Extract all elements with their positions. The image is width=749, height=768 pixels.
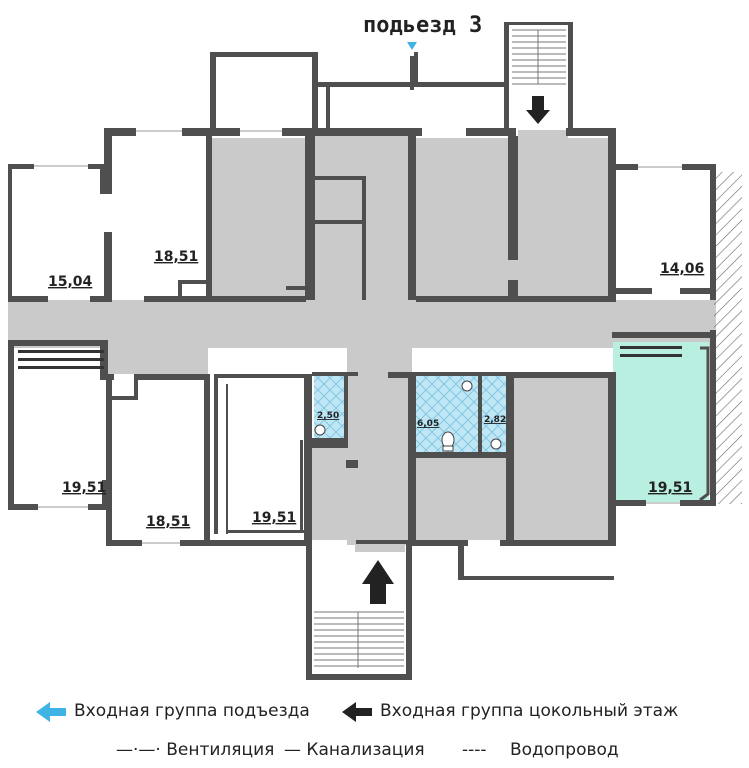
radiator-right bbox=[620, 346, 682, 357]
windows bbox=[34, 130, 682, 544]
room-area-19-51-left: 19,51 bbox=[62, 480, 106, 496]
legend-water-symbol: ---- bbox=[462, 740, 487, 760]
legend-ventilation-symbol: —·—· bbox=[116, 740, 161, 760]
basement-arrow-up-icon bbox=[362, 560, 394, 604]
toilet-icon bbox=[314, 380, 502, 452]
hatched-wall bbox=[714, 172, 742, 504]
room-upper-b bbox=[415, 138, 510, 298]
room-area-2-82: 2,82 bbox=[484, 415, 506, 425]
room-area-19-51-center: 19,51 bbox=[252, 510, 296, 526]
legend-sewerage-label: Канализация bbox=[306, 740, 425, 760]
legend-entrance-arrow-icon bbox=[36, 702, 66, 722]
corridor-left-lobby bbox=[108, 300, 208, 374]
legend-entrance: Входная группа подъезда bbox=[74, 701, 310, 721]
radiator-left bbox=[18, 350, 104, 369]
basement-arrow-icon bbox=[526, 96, 550, 124]
legend-sewerage: — Канализация bbox=[284, 740, 425, 760]
room-area-6-05: 6,05 bbox=[417, 419, 439, 429]
legend-water: ---- Водопровод bbox=[462, 740, 619, 760]
stair-icon-bottom bbox=[314, 611, 404, 668]
entrance-title: подьезд 3 bbox=[363, 13, 482, 38]
room-lower-b bbox=[412, 458, 510, 540]
room-area-19-51-right: 19,51 bbox=[648, 480, 692, 496]
highlighted-room bbox=[613, 342, 709, 502]
stair-landing-top bbox=[518, 130, 568, 142]
room-lower-c bbox=[512, 375, 610, 540]
room-area-2-50: 2,50 bbox=[317, 411, 339, 421]
legend-entrance-label: Входная группа подъезда bbox=[74, 701, 310, 721]
room-lower-a bbox=[312, 448, 410, 540]
room-upper-a bbox=[212, 138, 305, 298]
legend-basement-arrow-icon bbox=[342, 702, 372, 722]
room-area-18-51-lower: 18,51 bbox=[146, 514, 190, 530]
legend-sewerage-symbol: — bbox=[284, 740, 301, 760]
stair-hall-top bbox=[305, 130, 415, 300]
room-area-14-06: 14,06 bbox=[660, 261, 704, 277]
legend-water-label: Водопровод bbox=[509, 740, 619, 760]
room-upper-c bbox=[510, 138, 610, 298]
stair-icon bbox=[512, 29, 566, 85]
legend-ventilation-label: Вентиляция bbox=[166, 740, 275, 760]
entrance-arrow-icon bbox=[407, 42, 417, 90]
room-area-15-04: 15,04 bbox=[48, 274, 93, 290]
room-area-18-51-upper: 18,51 bbox=[154, 249, 198, 265]
legend-ventilation: —·—· Вентиляция bbox=[116, 740, 274, 760]
legend-basement-label: Входная группа цокольный этаж bbox=[380, 701, 679, 721]
legend-basement: Входная группа цокольный этаж bbox=[380, 701, 678, 721]
